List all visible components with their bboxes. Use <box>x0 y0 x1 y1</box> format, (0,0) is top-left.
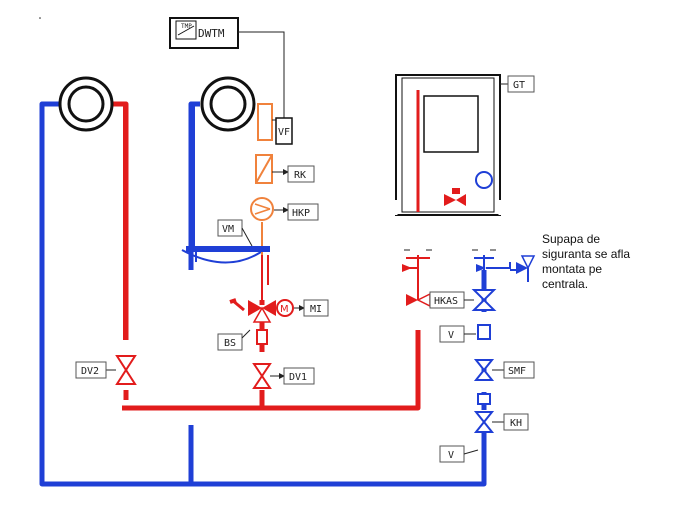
vm-tag: VM <box>217 219 243 237</box>
vf-block: VF <box>275 117 293 145</box>
vm-label: VM <box>222 224 234 235</box>
gt-valve-icon <box>444 188 466 206</box>
dwtm-wire <box>238 31 285 118</box>
tmp-label: TMP <box>181 23 192 30</box>
hkas-label: HKAS <box>434 296 458 307</box>
orange-supply <box>255 103 273 184</box>
dv2-valve-icon <box>115 355 137 385</box>
hkas-hot-valve-icon <box>406 290 431 308</box>
heater-right <box>200 76 256 132</box>
dv2-tag: DV2 <box>75 361 107 379</box>
expansion-vessel-icon <box>402 264 486 272</box>
rk-label: RK <box>294 170 306 181</box>
dv1-tag: DV1 <box>283 367 315 385</box>
kh-label: KH <box>510 418 522 429</box>
hot-pipe-thin <box>123 104 419 340</box>
dv1-valve-icon <box>252 363 272 389</box>
gt-label: GT <box>513 80 525 91</box>
filter-icon <box>477 324 491 340</box>
vf-label: VF <box>278 127 290 138</box>
gt-pump-icon <box>475 171 493 189</box>
mi-label: MI <box>310 304 322 315</box>
hkas-cold-valve-icon <box>471 289 497 311</box>
bs-tag: BS <box>217 333 243 351</box>
rk-tag: RK <box>287 165 315 183</box>
hkas-tag: HKAS <box>429 291 465 309</box>
gt-tag: GT <box>507 75 535 93</box>
smf-label: SMF <box>508 366 526 377</box>
note-line-1: Supapa de <box>542 232 601 246</box>
v-lower-tag: V <box>439 445 465 463</box>
heater-left <box>58 76 114 132</box>
smf-valve-icon <box>473 359 495 381</box>
gt-boiler <box>394 74 502 216</box>
note-line-2: siguranta se afla <box>542 247 631 261</box>
dv1-label: DV1 <box>289 372 307 383</box>
dwtm-block: TMP DWTM <box>169 17 239 49</box>
svg-text:M: M <box>280 304 289 315</box>
safety-valve-note: Supapa de siguranta se afla montata pe c… <box>542 232 652 292</box>
note-line-3: montata pe <box>542 262 603 276</box>
kh-tag: KH <box>503 413 529 431</box>
hkp-pump-icon <box>250 197 274 221</box>
v-upper-label: V <box>448 330 454 341</box>
kh-valve-icon <box>473 411 495 433</box>
mi-tag: MI <box>303 299 329 317</box>
v-lower-label: V <box>448 450 454 461</box>
note-line-4: centrala. <box>542 277 589 291</box>
bs-label: BS <box>224 338 236 349</box>
v-upper-tag: V <box>439 325 465 343</box>
smf-tag: SMF <box>503 361 535 379</box>
hkp-label: HKP <box>292 208 310 219</box>
safety-valve-icon <box>516 255 536 282</box>
mixer-valve-icon: M <box>248 299 294 323</box>
dv2-label: DV2 <box>81 366 99 377</box>
hkp-tag: HKP <box>287 203 319 221</box>
dwtm-label: DWTM <box>198 27 225 40</box>
